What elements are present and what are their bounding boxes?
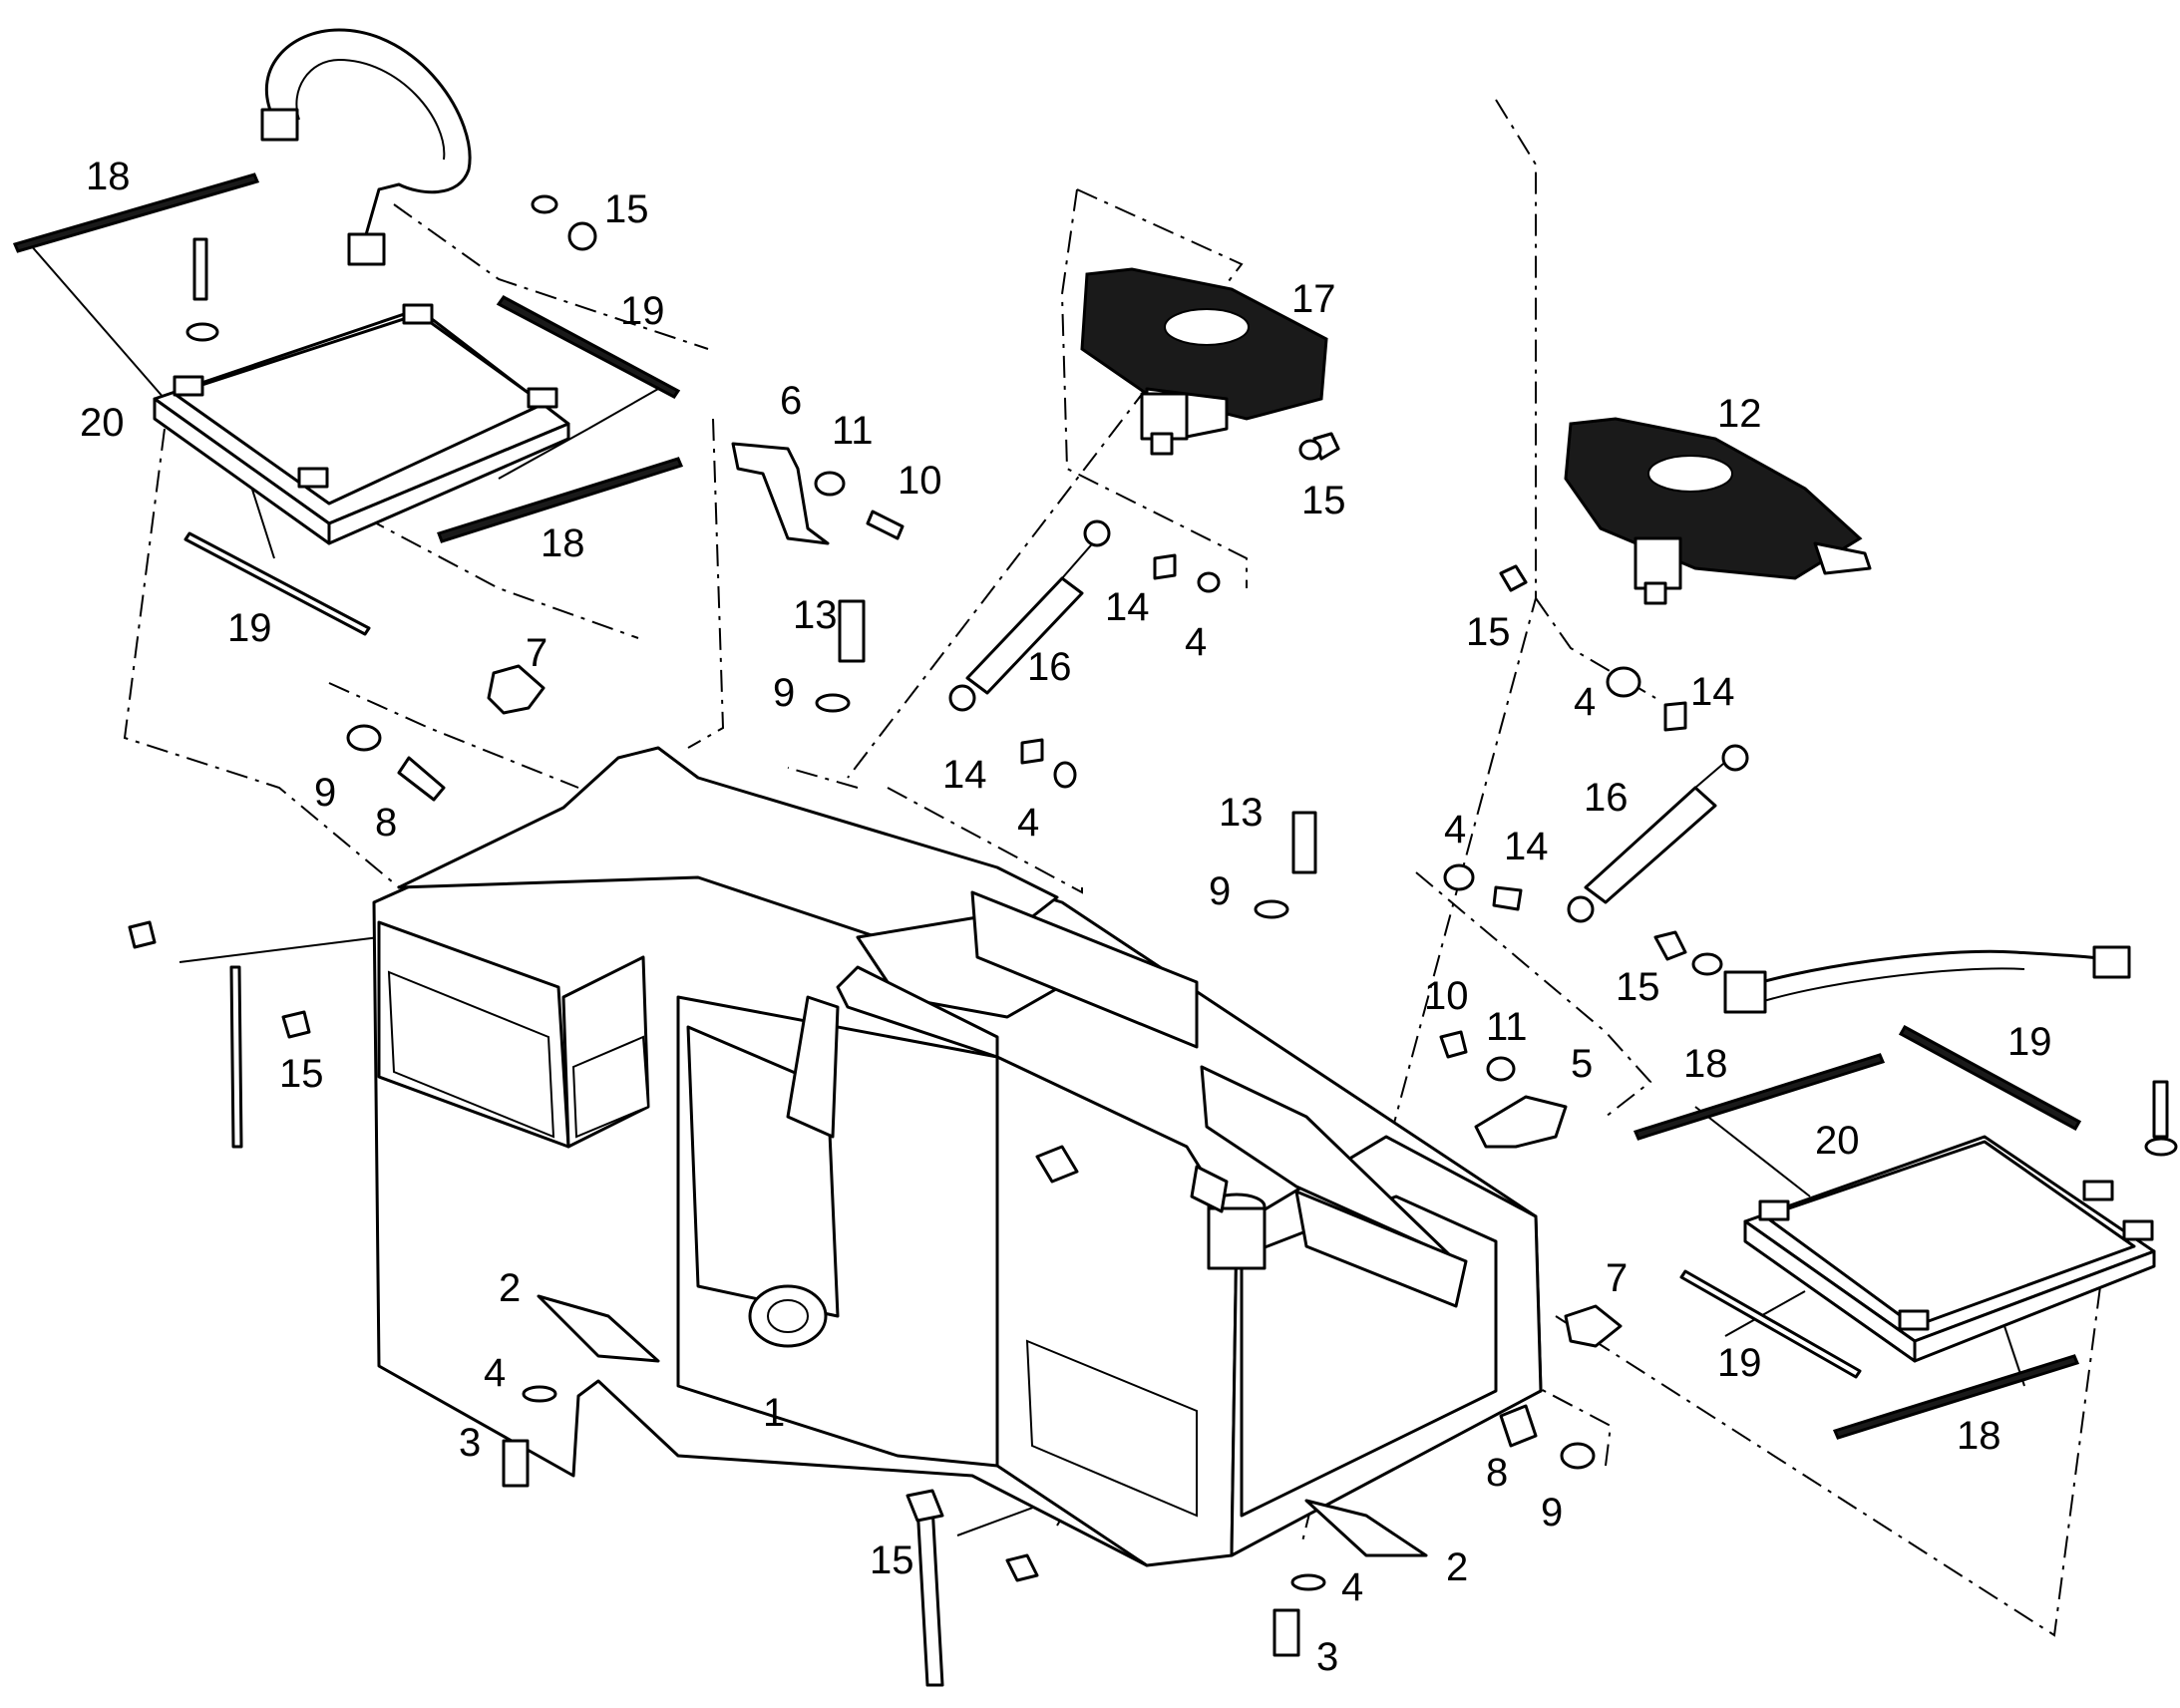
callout-14: 14 [1504, 825, 1549, 868]
callout-11: 11 [1486, 1005, 1528, 1049]
callout-19: 19 [1717, 1341, 1762, 1385]
callout-15: 15 [1301, 479, 1346, 522]
callout-4: 4 [1574, 680, 1596, 724]
callout-14: 14 [942, 753, 987, 797]
gas-strut-upper [948, 519, 1111, 712]
cooler-right [1743, 1135, 2156, 1363]
fan-assembly-12 [1499, 417, 1872, 605]
callout-18: 18 [86, 155, 131, 198]
callout-20: 20 [80, 401, 125, 445]
callout-3: 3 [1316, 1635, 1338, 1679]
callout-9: 9 [1209, 869, 1231, 913]
callout-18: 18 [541, 521, 585, 565]
seal-strips [12, 172, 2082, 1440]
callout-15: 15 [604, 187, 649, 231]
hose-upper [260, 28, 472, 266]
callout-2: 2 [1446, 1545, 1468, 1589]
callout-16: 16 [1584, 776, 1629, 820]
gas-strut-lower [1567, 744, 1749, 923]
callout-20: 20 [1815, 1119, 1860, 1163]
callout-1: 1 [763, 1391, 785, 1435]
callout-15: 15 [1616, 965, 1660, 1009]
callout-11: 11 [832, 409, 874, 453]
callout-8: 8 [375, 801, 397, 845]
cooler-left [153, 303, 570, 545]
callout-13: 13 [793, 593, 838, 637]
callout-9: 9 [314, 771, 336, 815]
callout-12: 12 [1717, 392, 1762, 436]
callout-14: 14 [1105, 585, 1150, 629]
callout-10: 10 [898, 459, 942, 503]
hardware [128, 194, 2178, 1687]
callout-18: 18 [1683, 1042, 1728, 1086]
callout-14: 14 [1690, 670, 1735, 714]
callout-7: 7 [1606, 1256, 1628, 1300]
callout-19: 19 [227, 606, 272, 650]
callout-6: 6 [780, 379, 802, 423]
callout-4: 4 [1444, 808, 1466, 852]
main-frame [372, 746, 1543, 1567]
callout-2: 2 [499, 1266, 521, 1310]
callout-15: 15 [870, 1538, 914, 1582]
callout-labels: 1 2 2 3 3 4 4 4 4 4 4 5 6 7 7 8 8 9 9 9 … [80, 155, 2052, 1679]
callout-3: 3 [459, 1421, 481, 1465]
callout-7: 7 [526, 631, 547, 675]
callout-4: 4 [1017, 801, 1039, 845]
callout-4: 4 [1185, 620, 1207, 664]
callout-4: 4 [484, 1351, 506, 1395]
callout-17: 17 [1291, 277, 1336, 321]
callout-9: 9 [1541, 1491, 1563, 1535]
callout-10: 10 [1424, 974, 1469, 1018]
callout-4: 4 [1341, 1565, 1363, 1609]
callout-16: 16 [1027, 645, 1072, 689]
fan-assembly-17 [1080, 267, 1340, 461]
callout-18: 18 [1957, 1414, 2001, 1458]
callout-9: 9 [773, 671, 795, 715]
callout-5: 5 [1571, 1042, 1593, 1086]
callout-8: 8 [1486, 1451, 1508, 1495]
callout-15: 15 [279, 1052, 324, 1096]
callout-15: 15 [1466, 610, 1511, 654]
hose-lower [1723, 945, 2131, 1014]
callout-19: 19 [2007, 1020, 2052, 1064]
callout-19: 19 [620, 289, 665, 333]
callout-13: 13 [1219, 791, 1264, 835]
